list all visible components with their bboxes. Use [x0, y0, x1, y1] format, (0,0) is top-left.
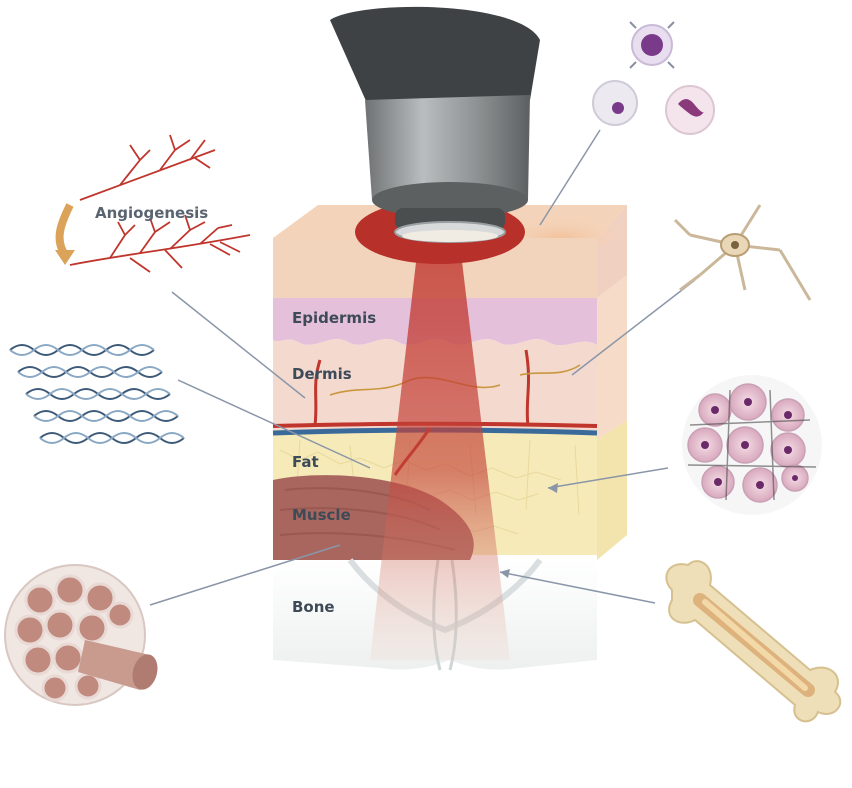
- label-muscle: Muscle: [292, 506, 351, 524]
- label-dermis: Dermis: [292, 365, 352, 383]
- angiogenesis-label: Angiogenesis: [95, 204, 208, 222]
- dna-strands-icon: [9, 344, 185, 444]
- blood-vessel-icon: [55, 134, 251, 273]
- fat-cells-icon: [682, 375, 822, 515]
- muscle-fiber-icon: [4, 564, 158, 706]
- laser-beam: [370, 245, 510, 660]
- immune-cells-icon: [592, 21, 715, 135]
- pointer-lines: [149, 129, 696, 606]
- label-fat: Fat: [292, 453, 319, 471]
- fat-side-face: [597, 420, 627, 560]
- dermis-side-face: [597, 275, 627, 440]
- bone-icon: [665, 560, 842, 723]
- label-epidermis: Epidermis: [292, 309, 376, 327]
- tissue-block: [272, 200, 627, 671]
- neuron-icon: [673, 204, 812, 301]
- laser-probe-icon: [330, 6, 540, 243]
- label-bone: Bone: [292, 598, 335, 616]
